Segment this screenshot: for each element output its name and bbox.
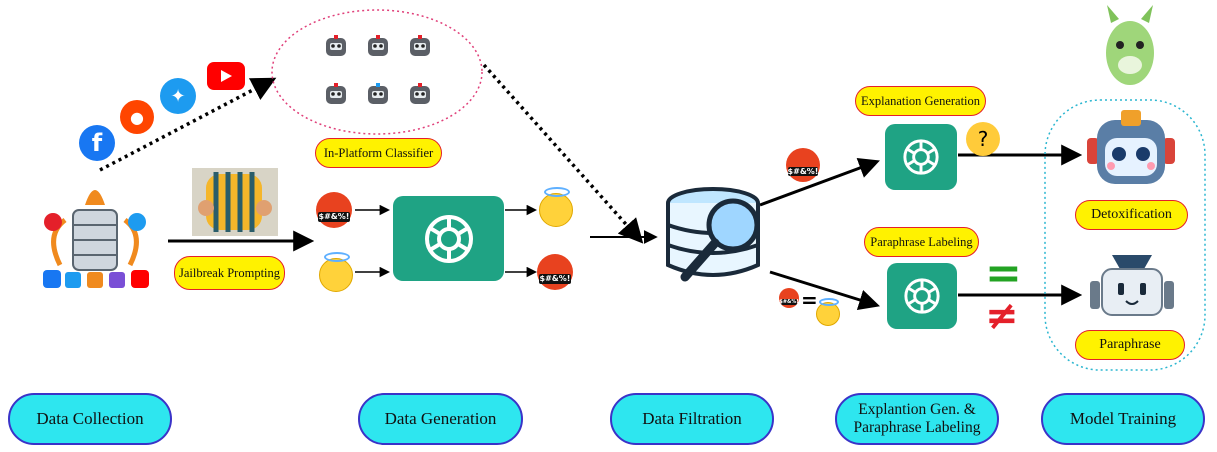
arrow-to-explanation-gpt [759, 157, 880, 207]
angry-emoji-icon: $#&%! [779, 288, 799, 308]
in-platform-classifier-tag: In-Platform Classifier [315, 138, 442, 168]
angry-emoji-icon: $#&%! [537, 254, 573, 290]
stage-explanation-paraphrase: Explantion Gen. & Paraphrase Labeling [835, 393, 999, 445]
robot-icon [368, 83, 388, 104]
not-equal-icon: ≠ [985, 293, 1019, 339]
angel-emoji-icon [319, 252, 353, 292]
angel-emoji-icon [816, 298, 840, 326]
stage-data-collection: Data Collection [8, 393, 172, 445]
llama-icon [1106, 5, 1154, 85]
paraphrase-robot-icon [1090, 255, 1174, 316]
equal-icon: = [985, 248, 1022, 299]
dotted-arrow-to-classifier [99, 77, 277, 172]
detoxification-tag: Detoxification [1075, 200, 1188, 230]
database-search-icon [666, 187, 760, 282]
angel-emoji-icon [539, 187, 573, 227]
robot-icon [368, 35, 388, 56]
robot-icon [410, 83, 430, 104]
chatgpt-icon [885, 124, 957, 190]
facebook-icon: f [79, 125, 115, 161]
equal-sign: = [801, 288, 818, 312]
jailbreak-prompting-tag: Jailbreak Prompting [174, 256, 285, 290]
jail-icon [192, 168, 278, 236]
robot-grid [323, 35, 433, 115]
twitter-icon: ✦ [160, 78, 196, 114]
stage-data-filtration: Data Filtration [610, 393, 774, 445]
thinking-emoji-icon: ? [966, 122, 1000, 156]
chatgpt-icon [393, 196, 504, 281]
training-box [1044, 99, 1206, 371]
robot-icon [326, 83, 346, 104]
robot-icon [326, 35, 346, 56]
robot-icon [410, 35, 430, 56]
youtube-icon [207, 62, 245, 90]
arrow-to-paraphrase-gpt [769, 270, 881, 311]
paraphrase-tag: Paraphrase [1075, 330, 1185, 360]
angry-emoji-icon: $#&%! [786, 148, 820, 182]
detox-robot-icon [1087, 110, 1175, 184]
explanation-generation-tag: Explanation Generation [855, 86, 986, 116]
stage-data-generation: Data Generation [358, 393, 523, 445]
paraphrase-labeling-tag: Paraphrase Labeling [864, 227, 979, 257]
reddit-icon: ● [120, 100, 154, 134]
angry-emoji-icon: $#&%! [316, 192, 352, 228]
classifier-ellipse [271, 9, 483, 135]
database-hub-icon [43, 190, 149, 288]
chatgpt-icon [887, 263, 957, 329]
stage-model-training: Model Training [1041, 393, 1205, 445]
